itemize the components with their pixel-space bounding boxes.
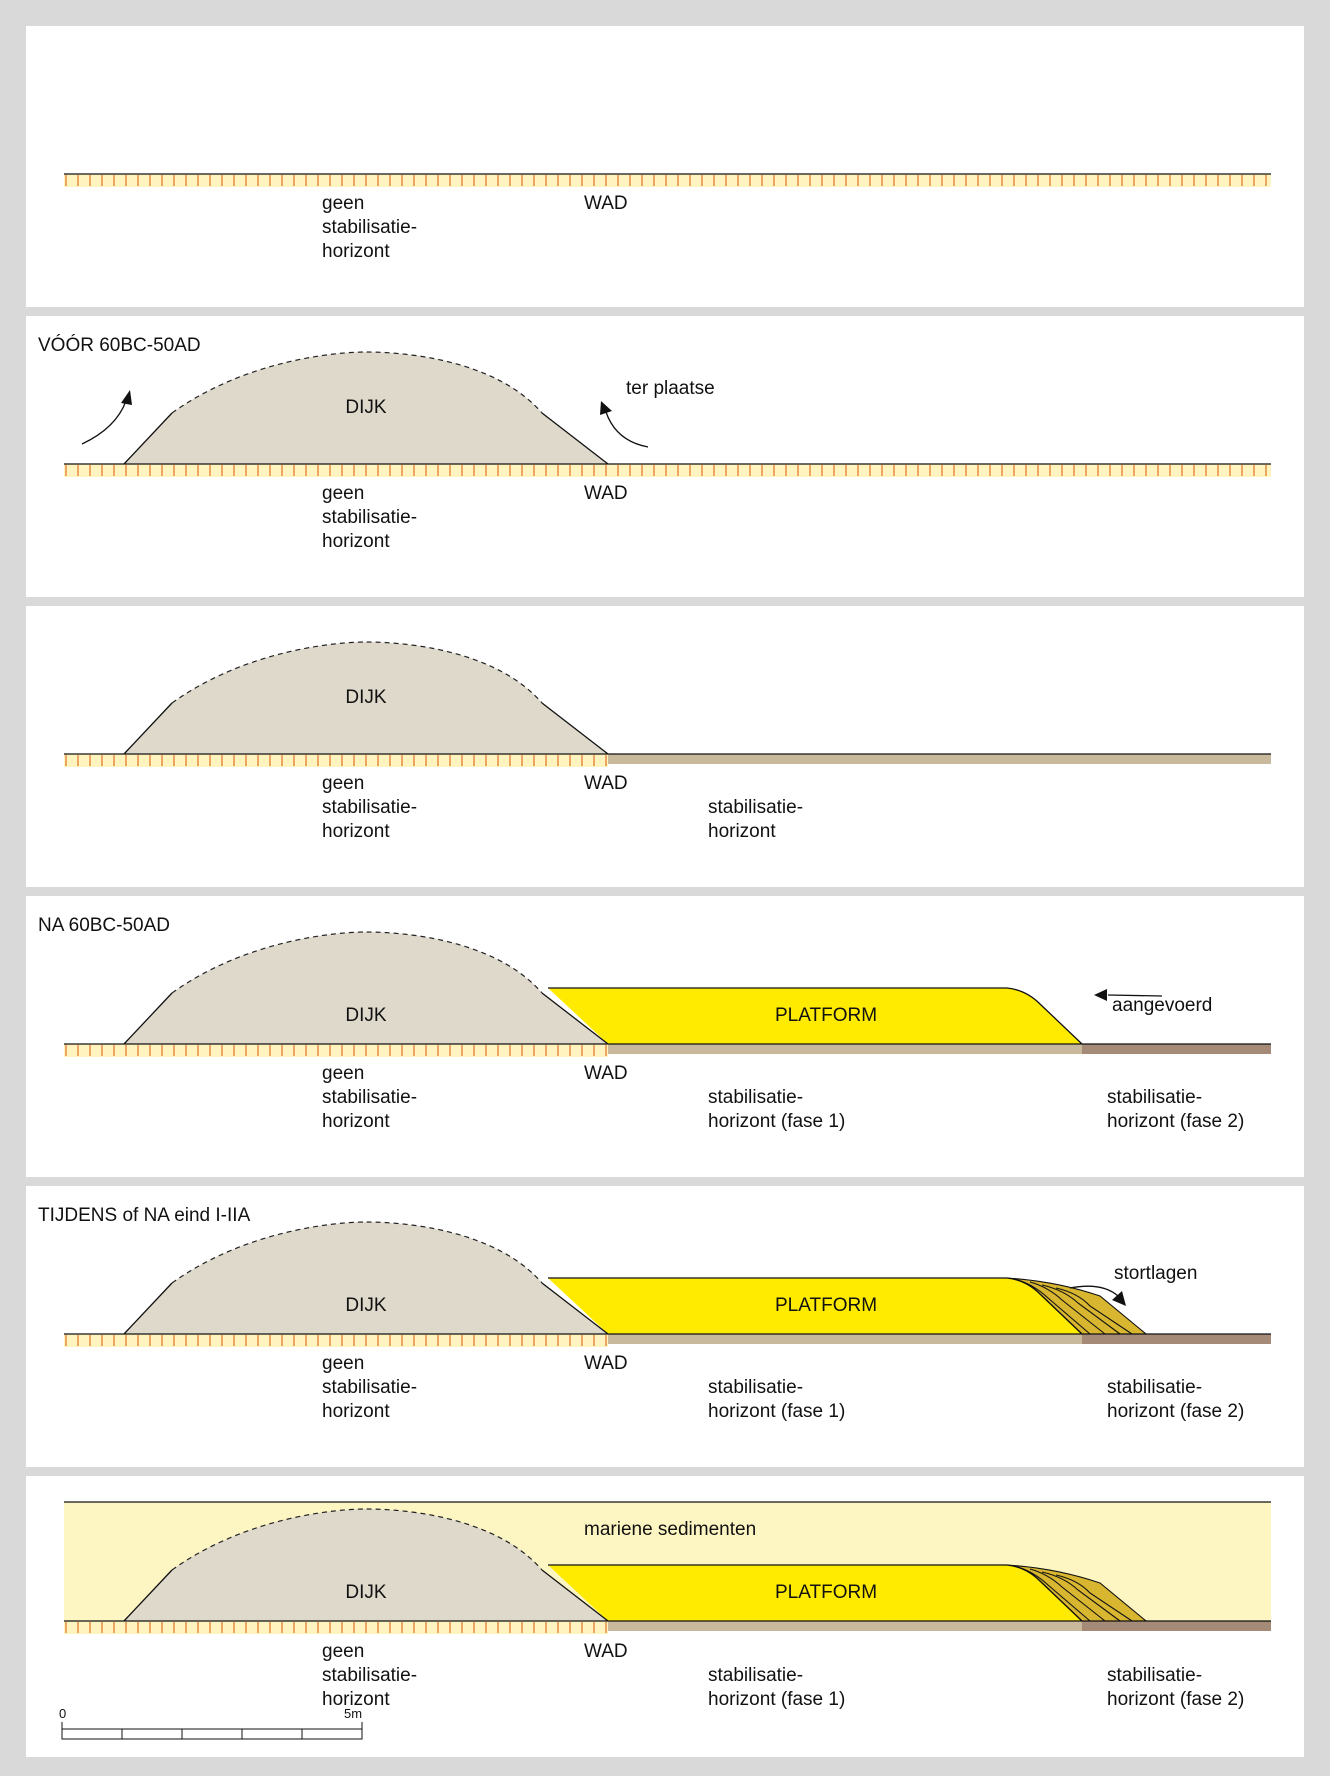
wad-ground [64, 1044, 608, 1057]
label-stabilisatiehorizont-fase2: stabilisatie- horizont (fase 2) [1107, 1377, 1245, 1422]
arrow-left-up [81, 390, 132, 445]
dijk-shape [124, 1509, 608, 1621]
label-stabilisatiehorizont-fase1: stabilisatie- horizont (fase 1) [708, 1665, 846, 1710]
platform-shape [548, 1565, 1082, 1621]
cross-section-1 [64, 173, 1271, 187]
label-wad: WAD [584, 483, 628, 504]
label-wad: WAD [584, 1063, 628, 1084]
platform-shape [548, 1278, 1082, 1334]
wad-ground [64, 173, 1271, 187]
panel-6: mariene sedimenten DIJK PLATFORM geen st… [26, 1476, 1304, 1757]
label-wad: WAD [584, 773, 628, 794]
arrow-ter-plaatse [600, 401, 649, 448]
wad-ground [64, 463, 1271, 477]
label-ter-plaatse: ter plaatse [626, 378, 715, 399]
label-geen-stabilisatiehorizont: geen stabilisatie- horizont [322, 773, 418, 842]
panel-2: VÓÓR 60BC-50AD DIJK ter plaatse geen sta… [26, 316, 1304, 597]
label-aangevoerd: aangevoerd [1112, 995, 1213, 1016]
scale-label-zero: 0 [59, 1706, 67, 1721]
arrow-stortlagen [1069, 1285, 1126, 1306]
label-geen-stabilisatiehorizont: geen stabilisatie- horizont [322, 193, 418, 262]
cross-section-5 [64, 1221, 1271, 1347]
panel-1: geen stabilisatie- horizont WAD [26, 26, 1304, 307]
stabilisatiehorizont-fase2-band [1082, 1621, 1271, 1631]
label-dijk: DIJK [345, 1295, 387, 1316]
label-geen-stabilisatiehorizont: geen stabilisatie- horizont [322, 1641, 418, 1710]
dijk-shape [124, 932, 608, 1044]
label-dijk: DIJK [345, 1582, 387, 1603]
label-stabilisatiehorizont-fase2: stabilisatie- horizont (fase 2) [1107, 1665, 1245, 1710]
arrow-aangevoerd [1094, 989, 1163, 1001]
panel-title: NA 60BC-50AD [38, 915, 171, 936]
label-geen-stabilisatiehorizont: geen stabilisatie- horizont [322, 1353, 418, 1422]
label-mariene-sedimenten: mariene sedimenten [584, 1519, 757, 1540]
label-platform: PLATFORM [774, 1295, 878, 1316]
label-dijk: DIJK [345, 1005, 387, 1026]
cross-section-6 [61, 1501, 1271, 1740]
scale-label-five: 5m [344, 1706, 363, 1721]
wad-ground [64, 754, 608, 767]
stabilisatiehorizont-band [608, 754, 1271, 764]
panel-4: NA 60BC-50AD DIJK PLATFORM aangevoerd ge… [26, 896, 1304, 1177]
label-wad: WAD [584, 1353, 628, 1374]
cross-section-3 [64, 641, 1271, 767]
stabilisatiehorizont-fase2-band [1082, 1334, 1271, 1344]
label-wad: WAD [584, 193, 628, 214]
panel-5: TIJDENS of NA eind I-IIA DIJK PLATFORM s… [26, 1186, 1304, 1467]
label-stabilisatiehorizont-fase1: stabilisatie- horizont (fase 1) [708, 1377, 846, 1422]
label-wad: WAD [584, 1641, 628, 1662]
label-stabilisatiehorizont-fase2: stabilisatie- horizont (fase 2) [1107, 1087, 1245, 1132]
dijk-shape [124, 642, 608, 754]
label-stabilisatiehorizont-fase1: stabilisatie- horizont (fase 1) [708, 1087, 846, 1132]
cross-section-2 [64, 351, 1271, 477]
wad-ground [64, 1334, 608, 1347]
label-dijk: DIJK [345, 687, 387, 708]
label-stabilisatiehorizont: stabilisatie- horizont [708, 797, 804, 842]
wad-ground [64, 1621, 608, 1634]
label-geen-stabilisatiehorizont: geen stabilisatie- horizont [322, 1063, 418, 1132]
stabilisatiehorizont-fase1-band [608, 1044, 1082, 1054]
dijk-shape [124, 352, 608, 464]
platform-shape [548, 988, 1082, 1044]
stortlagen-layers [1006, 1564, 1148, 1622]
panel-3: DIJK geen stabilisatie- horizont WAD sta… [26, 606, 1304, 887]
panel-title: TIJDENS of NA eind I-IIA [38, 1205, 251, 1226]
stabilisatiehorizont-fase1-band [608, 1621, 1082, 1631]
dijk-shape [124, 1222, 608, 1334]
stabilisatiehorizont-fase2-band [1082, 1044, 1271, 1054]
label-platform: PLATFORM [774, 1005, 878, 1026]
label-geen-stabilisatiehorizont: geen stabilisatie- horizont [322, 483, 418, 552]
label-stortlagen: stortlagen [1114, 1263, 1198, 1284]
cross-section-4 [64, 931, 1271, 1057]
stabilisatiehorizont-fase1-band [608, 1334, 1082, 1344]
panel-title: VÓÓR 60BC-50AD [38, 335, 201, 356]
scale-bar [61, 1722, 363, 1740]
label-dijk: DIJK [345, 397, 387, 418]
label-platform: PLATFORM [774, 1582, 878, 1603]
